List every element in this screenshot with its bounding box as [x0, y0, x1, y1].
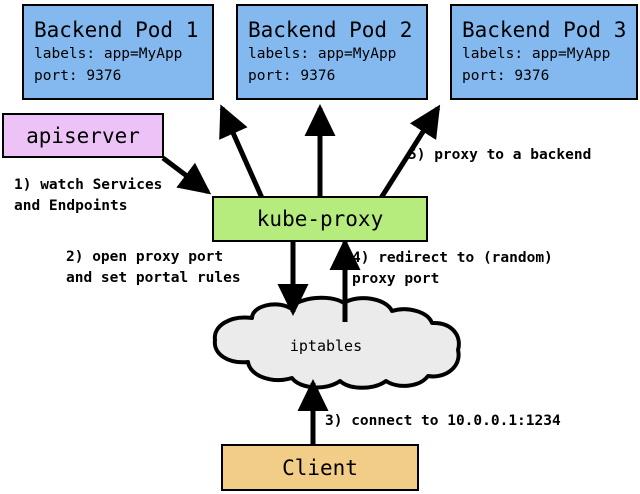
backend-pod-2-title: Backend Pod 2 [248, 17, 413, 42]
annotation-step-3: 3) connect to 10.0.0.1:1234 [325, 413, 561, 429]
arrow-kube-proxy-to-pod-3 [378, 104, 441, 200]
kube-proxy-label: kube-proxy [256, 207, 384, 231]
annotation-step-5: 5) proxy to a backend [408, 147, 592, 163]
backend-pod-1-labels: labels: app=MyApp [34, 45, 183, 62]
backend-pod-2-port: port: 9376 [248, 67, 336, 84]
backend-pod-3-title: Backend Pod 3 [462, 17, 627, 42]
client-label: Client [282, 455, 358, 480]
backend-pod-3-box[interactable]: Backend Pod 3 labels: app=MyApp port: 93… [450, 4, 638, 100]
client-box[interactable]: Client [221, 444, 419, 491]
backend-pod-3-labels: labels: app=MyApp [462, 45, 611, 62]
backend-pod-1-box[interactable]: Backend Pod 1 labels: app=MyApp port: 93… [22, 4, 214, 100]
annotation-step-1: 1) watch Services and Endpoints [14, 177, 163, 214]
backend-pod-2-labels: labels: app=MyApp [248, 45, 397, 62]
backend-pod-1-port: port: 9376 [34, 67, 122, 84]
arrow-kube-proxy-to-pod-1 [219, 104, 265, 200]
backend-pod-2-box[interactable]: Backend Pod 2 labels: app=MyApp port: 93… [236, 4, 428, 100]
annotation-step-2: 2) open proxy port and set portal rules [66, 249, 241, 286]
arrow-apiserver-to-kube-proxy [161, 156, 212, 195]
kube-proxy-box[interactable]: kube-proxy [212, 196, 428, 242]
apiserver-box[interactable]: apiserver [2, 113, 164, 158]
apiserver-label: apiserver [26, 123, 140, 148]
annotation-step-4: 4) redirect to (random) proxy port [352, 250, 553, 287]
backend-pod-1-title: Backend Pod 1 [34, 17, 199, 42]
iptables-label: iptables [289, 337, 363, 355]
backend-pod-3-port: port: 9376 [462, 67, 550, 84]
